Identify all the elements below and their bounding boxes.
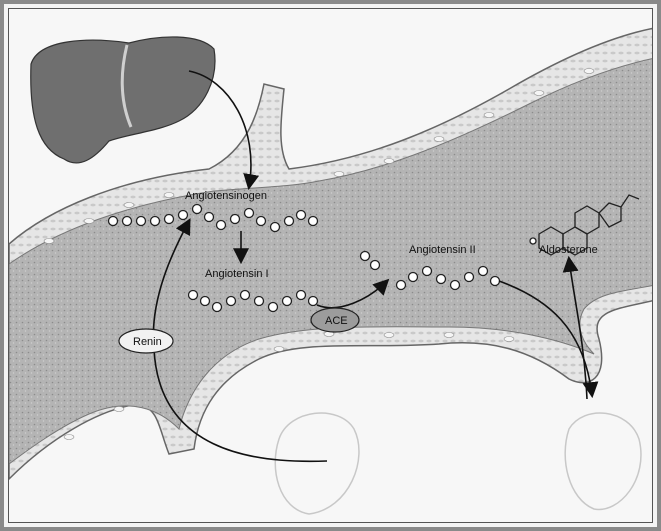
figure-canvas: Angiotensinogen Angiotensin I Angiotensi… [8,8,653,523]
renin-label: Renin [133,336,162,348]
background-organs [275,413,641,514]
ace-label: ACE [325,315,348,327]
raas-illustration: Angiotensinogen Angiotensin I Angiotensi… [9,9,653,523]
aldosterone-label: Aldosterone [539,244,598,256]
angiotensin-ii-label: Angiotensin II [409,244,476,256]
angiotensinogen-label: Angiotensinogen [185,190,267,202]
angiotensin-i-label: Angiotensin I [205,268,269,280]
